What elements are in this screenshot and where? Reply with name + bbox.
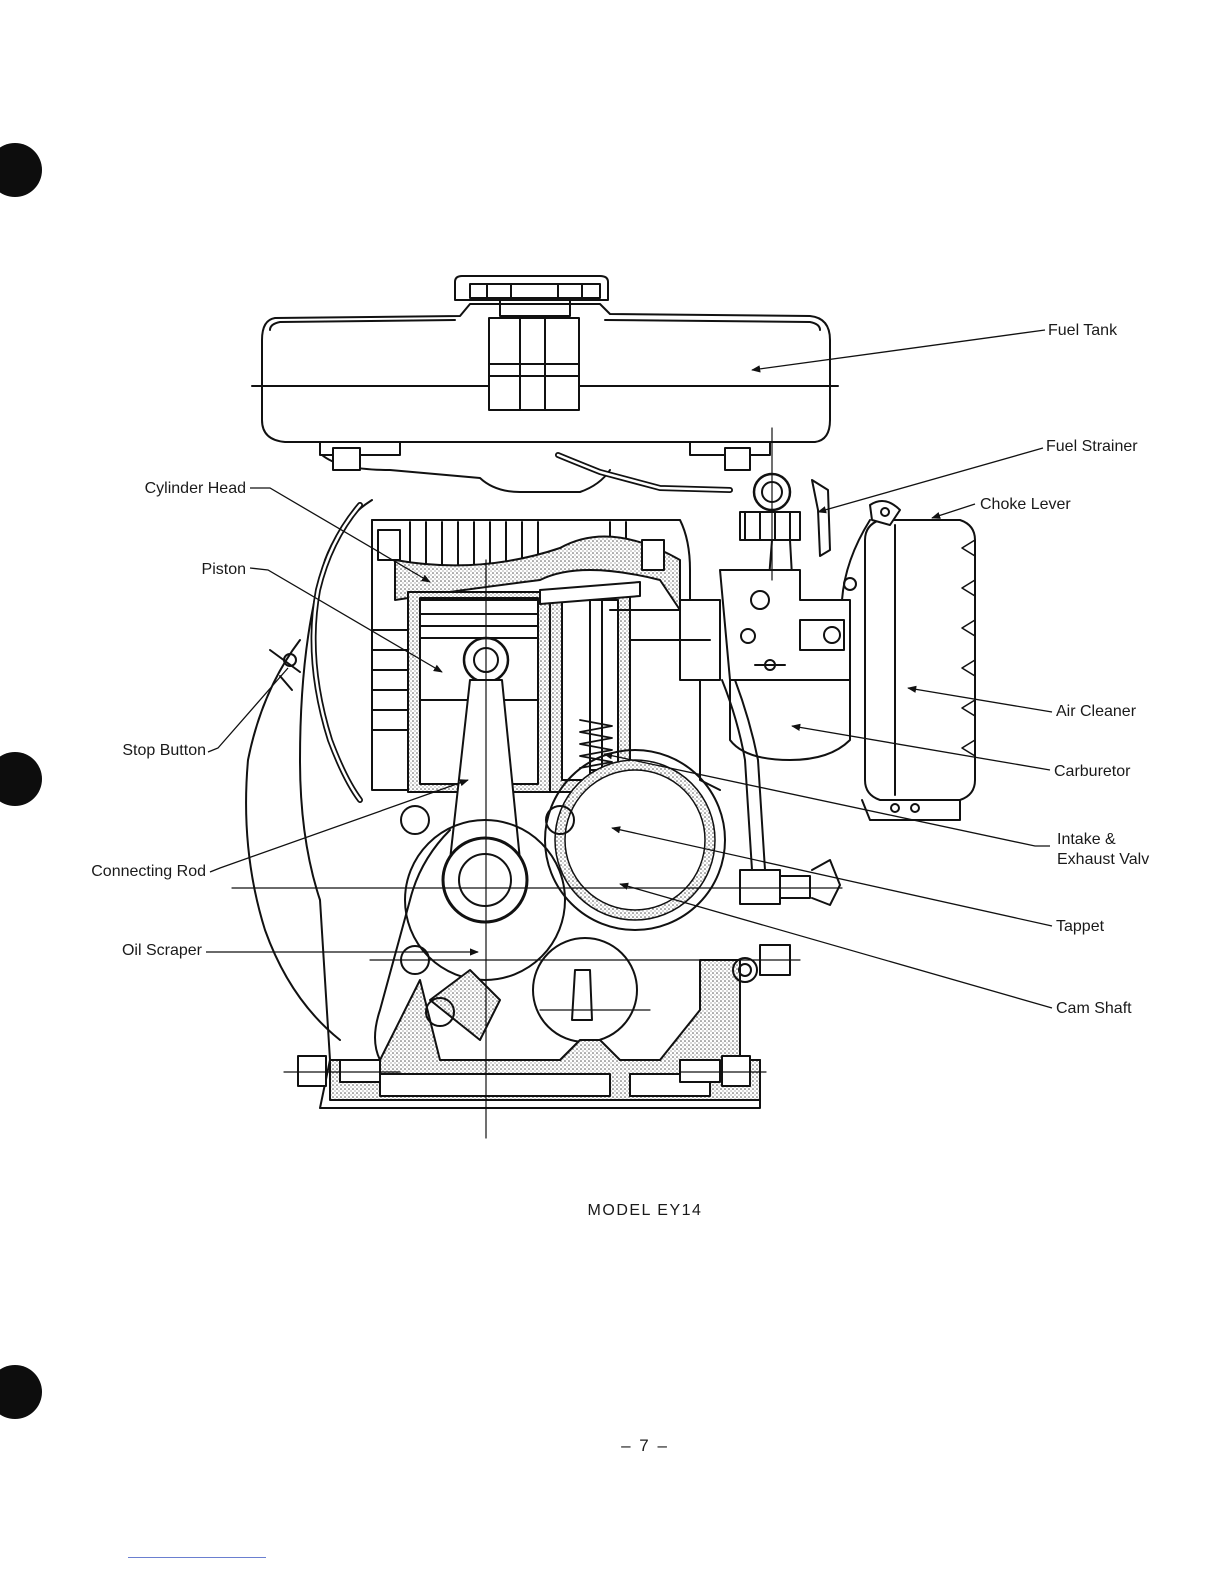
label-cylinder-head: Cylinder Head xyxy=(92,479,246,499)
figure-caption: MODEL EY14 xyxy=(0,1202,1224,1220)
label-connecting-rod: Connecting Rod xyxy=(40,862,206,882)
label-carburetor: Carburetor xyxy=(1054,762,1130,782)
page-number: – 7 – xyxy=(0,1436,1224,1456)
leader-choke-lever xyxy=(932,504,975,518)
leader-stop-button xyxy=(208,668,288,752)
label-fuel-strainer: Fuel Strainer xyxy=(1046,437,1138,457)
label-choke-lever: Choke Lever xyxy=(980,495,1071,515)
label-fuel-tank: Fuel Tank xyxy=(1048,321,1117,341)
leader-connecting-rod xyxy=(210,780,468,872)
label-intake-exhaust-line2: Exhaust Valv xyxy=(1057,850,1167,870)
label-stop-button: Stop Button xyxy=(60,741,206,761)
fuel-tank-drawing xyxy=(252,276,838,492)
label-oil-scraper: Oil Scraper xyxy=(60,941,202,961)
leader-cam-shaft xyxy=(620,884,1052,1008)
label-cam-shaft: Cam Shaft xyxy=(1056,999,1132,1019)
label-intake-exhaust-line1: Intake & xyxy=(1057,830,1116,850)
label-tappet: Tappet xyxy=(1056,917,1104,937)
label-piston: Piston xyxy=(150,560,246,580)
footer-rule xyxy=(128,1557,266,1558)
label-air-cleaner: Air Cleaner xyxy=(1056,702,1136,722)
